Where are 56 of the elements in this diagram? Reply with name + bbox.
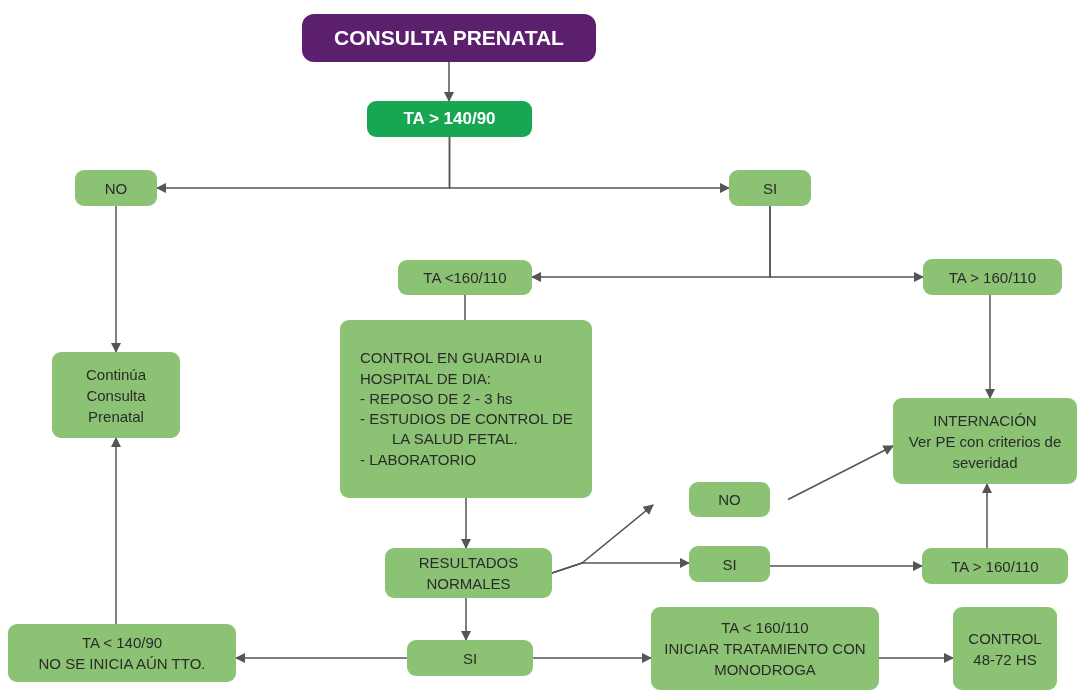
process-box [52,352,180,438]
process-box [689,482,770,517]
box-text: TA > 160/110 [951,556,1039,577]
box-heading: TA < 160/110 [721,618,809,638]
arrow [460,497,472,550]
process-box [340,320,592,498]
arrow [443,61,455,103]
process-box [689,546,770,582]
box-text: SI [722,554,737,575]
process-box [893,398,1077,484]
arrow [460,597,472,642]
process-box [923,259,1062,295]
process-box [729,170,811,206]
arrow [769,560,924,572]
list-item: - ESTUDIOS DE CONTROL DE LA SALUD FETAL. [360,409,574,450]
box-heading: TA < 140/90 [81,633,163,653]
process-box [922,548,1068,584]
arrow [532,652,653,664]
box-heading: CONTROL EN GUARDIA u HOSPITAL DE DIA: [360,348,543,389]
box-text: INICIAR TRATAMIENTO CON MONODROGA [663,639,867,680]
arrow [234,652,408,664]
process-box [651,607,879,690]
arrow [984,294,996,400]
decision-box [367,101,532,137]
list-item: - REPOSO DE 2 - 3 hs [360,388,513,409]
box-text: TA > 140/90 [403,108,496,131]
process-box [75,170,157,206]
arrow [769,205,925,283]
box-heading: INTERNACIÓN [933,410,1037,431]
process-box [398,260,532,295]
process-box [385,548,552,598]
box-text: CONSULTA PRENATAL [334,25,564,52]
arrow [448,136,731,194]
box-text: CONTROL 48-72 HS [967,628,1043,670]
box-text: SI [462,648,478,669]
box-text: NO SE INICIA AÚN TTO. [38,654,206,674]
process-box [407,640,533,676]
box-text: NO [104,178,128,199]
list-item: - LABORATORIO [360,449,478,470]
arrow [551,557,691,574]
box-text: Ver PE con criterios de severidad [907,431,1063,473]
process-box [953,607,1057,690]
box-text: TA <160/110 [423,268,507,288]
box-text: Continúa Consulta Prenatal [84,364,147,427]
arrow [981,482,993,549]
connector-line [464,294,466,321]
arrow [878,652,955,664]
process-box [8,624,236,682]
box-text: SI [762,178,778,199]
box-text: NO [718,490,741,510]
arrow [110,436,122,625]
start-box [302,14,596,62]
box-text: RESULTADOS NORMALES [417,553,520,594]
arrow [110,205,122,354]
box-text: TA > 160/110 [948,267,1037,288]
arrow [787,445,894,501]
